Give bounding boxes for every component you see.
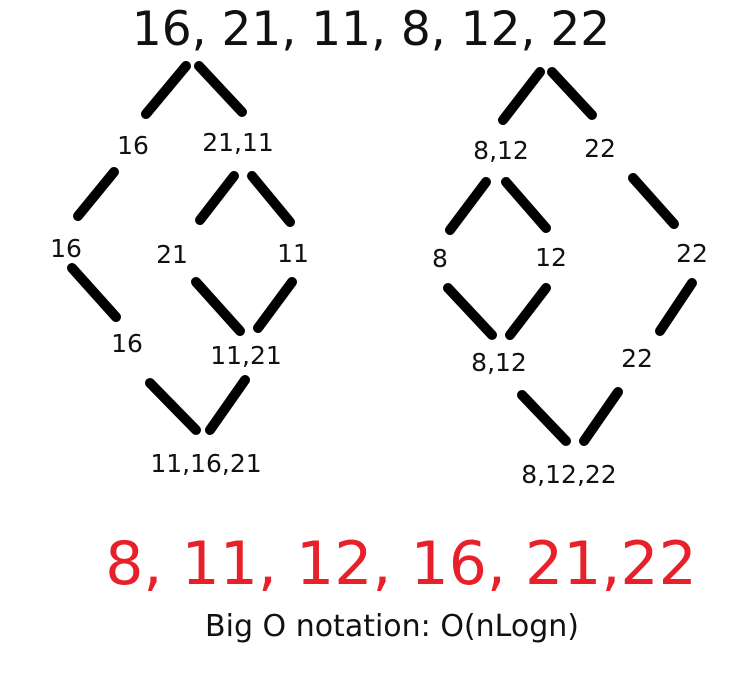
edge-12	[547, 67, 597, 120]
node-16-level2: 16	[50, 234, 82, 263]
node-22-level1: 22	[584, 134, 616, 163]
sorted-result: 8, 11, 12, 16, 21,22	[105, 529, 697, 599]
node-11-level2: 11	[277, 239, 309, 268]
edge-1	[141, 61, 191, 119]
edge-7	[191, 277, 245, 336]
big-o-notation: Big O notation: O(nLogn)	[205, 609, 579, 644]
edge-11	[498, 67, 545, 125]
node-8-level2: 8	[432, 244, 448, 273]
node-16-level1: 16	[117, 131, 149, 160]
edge-19	[517, 390, 571, 446]
edge-2	[194, 61, 247, 117]
edge-3	[73, 167, 119, 221]
edge-13	[445, 177, 491, 235]
node-11-21-level3: 11,21	[210, 341, 282, 370]
edge-18	[655, 278, 697, 336]
node-21-level2: 21	[156, 240, 188, 269]
edge-4	[67, 263, 121, 322]
node-22-level2: 22	[676, 239, 708, 268]
edge-20	[579, 387, 623, 446]
node-22-level3: 22	[621, 344, 653, 373]
node-8-12-level3: 8,12	[471, 348, 527, 377]
edge-17	[505, 283, 551, 340]
node-16-level3: 16	[111, 329, 143, 358]
edge-15	[628, 173, 679, 229]
node-12-level2: 12	[535, 243, 567, 272]
edge-5	[195, 171, 239, 225]
node-8-12-22-merged: 8,12,22	[521, 460, 617, 489]
node-21-11-level1: 21,11	[202, 128, 274, 157]
edge-16	[443, 283, 497, 340]
edge-10	[205, 375, 250, 435]
edge-6	[247, 171, 295, 227]
edge-14	[501, 177, 551, 233]
edge-8	[253, 277, 297, 333]
node-8-12-level1: 8,12	[473, 136, 529, 165]
input-array: 16, 21, 11, 8, 12, 22	[131, 2, 611, 57]
node-11-16-21-merged: 11,16,21	[150, 449, 262, 478]
edge-9	[145, 378, 201, 435]
